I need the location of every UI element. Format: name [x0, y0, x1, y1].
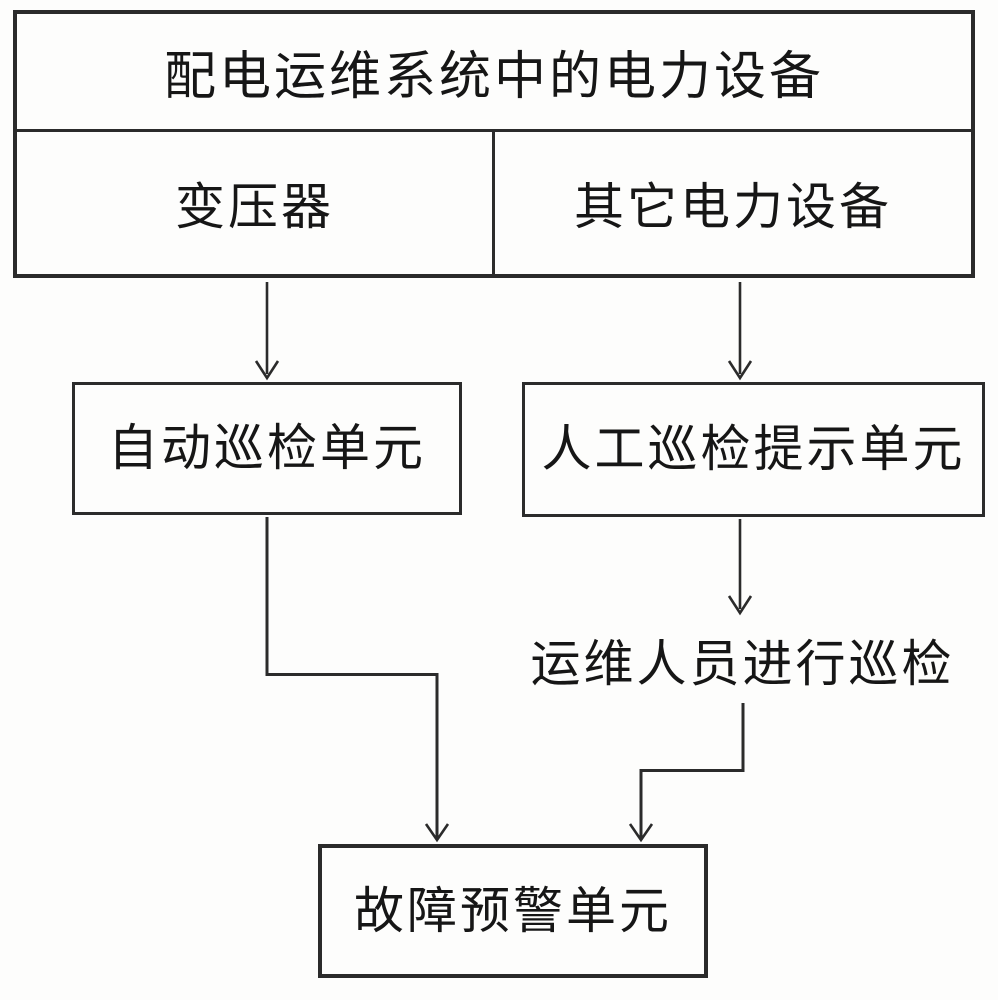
arrow-auto-to-fault — [265, 517, 439, 838]
arrowhead-transformer-to-auto — [254, 360, 280, 381]
arrowhead-other-to-manual — [727, 360, 753, 381]
arrowhead-auto-to-fault — [424, 823, 450, 843]
label-personnel-inspection: 运维人员进行巡检 — [530, 635, 955, 693]
node-other-equipment: 其它电力设备 — [574, 178, 892, 236]
arrowhead-personnel-to-fault — [628, 823, 654, 843]
node-auto-inspection-unit: 自动巡检单元 — [72, 382, 462, 515]
node-transformer: 变压器 — [17, 132, 495, 274]
arrowhead-manual-to-personnel — [727, 595, 753, 616]
node-manual-inspection-prompt-unit: 人工巡检提示单元 — [522, 382, 985, 517]
node-power-equipment-header: 配电运维系统中的电力设备 — [17, 14, 971, 132]
node-power-equipment-group: 配电运维系统中的电力设备 变压器 其它电力设备 — [13, 10, 975, 278]
equipment-split-row: 变压器 其它电力设备 — [17, 132, 971, 274]
arrow-personnel-to-fault — [639, 703, 745, 838]
node-fault-warning-unit: 故障预警单元 — [318, 844, 708, 978]
